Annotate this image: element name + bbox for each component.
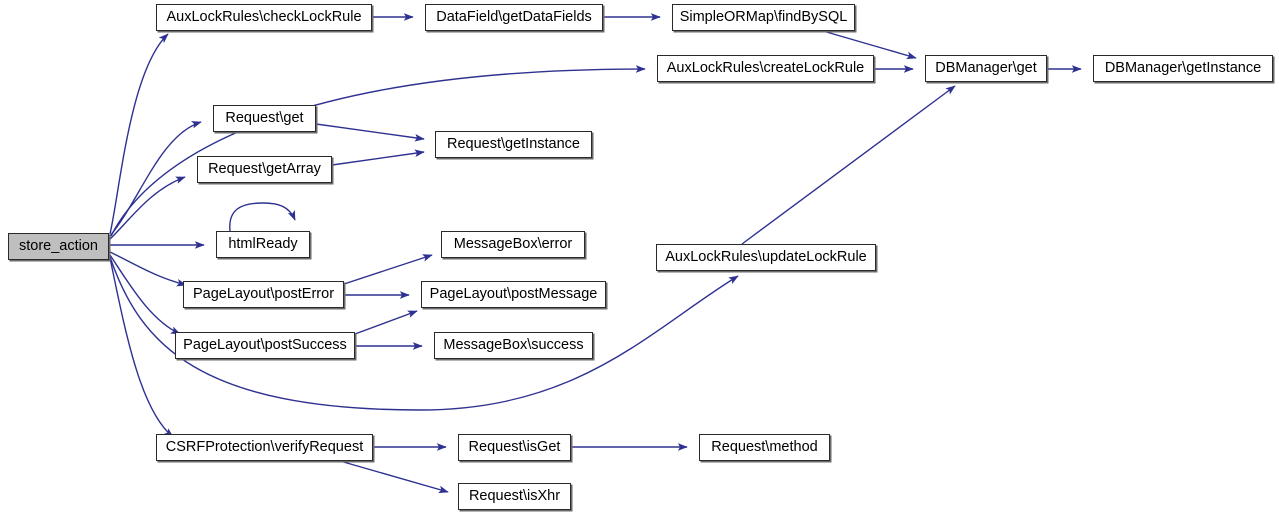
node-label-requestMethod: Request\method	[711, 439, 818, 456]
node-messageError[interactable]: MessageBox\error	[441, 231, 585, 258]
edge-store_action-to-postError	[109, 251, 187, 287]
edge-postSuccess-to-postMessage	[354, 310, 418, 335]
edge-htmlReady-self-loop	[229, 202, 296, 232]
node-findBySQL[interactable]: SimpleORMap\findBySQL	[672, 4, 855, 31]
node-label-checkLockRule: AuxLockRules\checkLockRule	[166, 9, 362, 26]
edge-postError-to-messageBoxError	[343, 254, 433, 285]
node-messageSuccess[interactable]: MessageBox\success	[434, 332, 593, 359]
edge-store_action-to-requestGetArray	[109, 176, 186, 240]
node-dbmanagerGet[interactable]: DBManager\get	[925, 55, 1047, 82]
node-requestGetArr[interactable]: Request\getArray	[197, 156, 332, 183]
node-htmlReady[interactable]: htmlReady	[216, 231, 310, 258]
node-label-postSuccess: PageLayout\postSuccess	[183, 337, 347, 354]
node-label-verifyRequest: CSRFProtection\verifyRequest	[165, 439, 364, 456]
edge-findBySQL-to-dbmanagerGet	[822, 30, 917, 60]
node-createLockRule[interactable]: AuxLockRules\createLockRule	[657, 55, 874, 82]
edge-store_action-to-checkLockRule	[109, 33, 169, 235]
node-label-requestInst: Request\getInstance	[446, 136, 580, 153]
node-label-postError: PageLayout\postError	[192, 286, 335, 303]
node-label-getDataFields: DataField\getDataFields	[436, 9, 592, 26]
node-label-findBySQL: SimpleORMap\findBySQL	[679, 9, 848, 26]
node-postSuccess[interactable]: PageLayout\postSuccess	[175, 332, 355, 359]
node-requestInst[interactable]: Request\getInstance	[435, 131, 592, 158]
node-label-updateLockRule: AuxLockRules\updateLockRule	[665, 249, 867, 266]
node-label-requestGetArr: Request\getArray	[208, 161, 321, 178]
node-label-requestGet: Request\get	[225, 110, 304, 127]
edge-store_action-to-postSuccess	[109, 254, 181, 335]
edge-updateLockRule-to-dbmanagerGet	[741, 85, 956, 245]
node-postMessage[interactable]: PageLayout\postMessage	[421, 281, 606, 308]
edge-store_action-to-verifyRequest	[109, 257, 174, 438]
node-dbmanagerInst[interactable]: DBManager\getInstance	[1093, 55, 1273, 82]
node-label-dbmanagerGet: DBManager\get	[935, 60, 1037, 77]
edge-verifyRequest-to-requestIsXhr	[339, 460, 449, 494]
node-label-store_action: store_action	[19, 238, 98, 255]
edge-requestGetArray-to-requestGetInstance	[331, 149, 425, 166]
node-verifyRequest[interactable]: CSRFProtection\verifyRequest	[156, 434, 373, 461]
node-label-dbmanagerInst: DBManager\getInstance	[1104, 60, 1262, 77]
node-requestIsGet[interactable]: Request\isGet	[458, 434, 571, 461]
node-label-messageError: MessageBox\error	[453, 236, 573, 253]
node-label-htmlReady: htmlReady	[228, 236, 298, 253]
edge-store_action-to-requestGet	[109, 121, 202, 237]
node-label-messageSuccess: MessageBox\success	[443, 337, 584, 354]
node-getDataFields[interactable]: DataField\getDataFields	[425, 4, 603, 31]
node-updateLockRule[interactable]: AuxLockRules\updateLockRule	[656, 244, 876, 271]
node-requestGet[interactable]: Request\get	[213, 105, 316, 132]
node-requestIsXhr[interactable]: Request\isXhr	[458, 483, 571, 510]
node-label-postMessage: PageLayout\postMessage	[429, 286, 598, 303]
node-label-requestIsGet: Request\isGet	[468, 439, 561, 456]
node-checkLockRule[interactable]: AuxLockRules\checkLockRule	[156, 4, 372, 31]
node-requestMethod[interactable]: Request\method	[699, 434, 830, 461]
node-label-requestIsXhr: Request\isXhr	[468, 488, 561, 505]
edge-requestGet-to-requestGetInstance	[315, 123, 425, 142]
node-store_action[interactable]: store_action	[8, 233, 109, 260]
node-label-createLockRule: AuxLockRules\createLockRule	[666, 60, 865, 77]
node-postError[interactable]: PageLayout\postError	[183, 281, 344, 308]
